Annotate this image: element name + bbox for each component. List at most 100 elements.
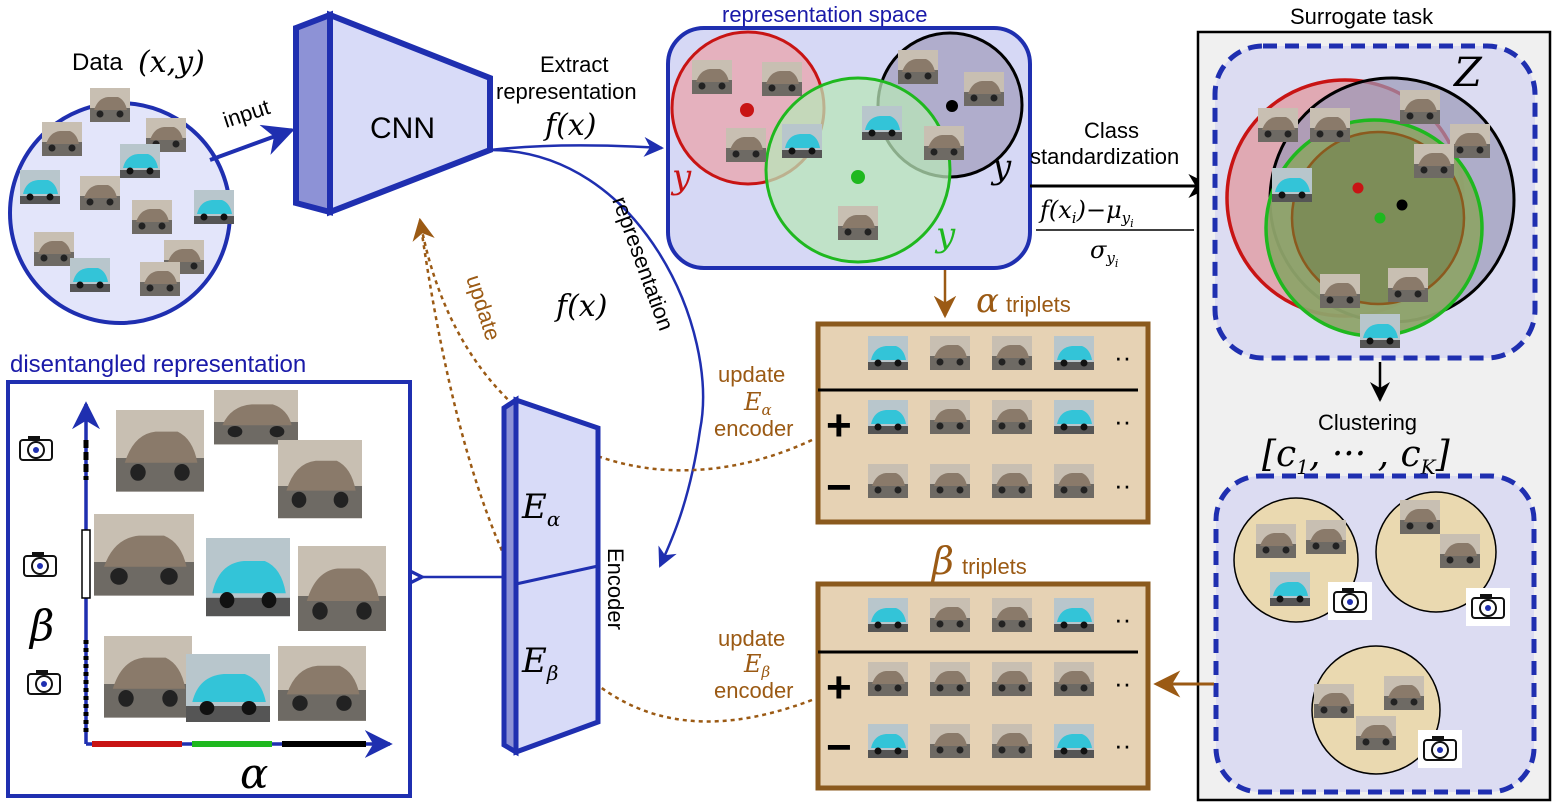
update-ea-sub: α: [762, 401, 772, 419]
encoder-e-beta-sub: β: [546, 661, 559, 685]
z-label: Z: [1452, 50, 1483, 96]
cnn-block: CNN: [293, 10, 493, 217]
data-car-thumbnail: [20, 170, 60, 204]
std-red-centroid: [1352, 182, 1364, 194]
encoder-e-alpha-sub: α: [547, 507, 561, 531]
data-car-thumbnail: [194, 190, 234, 224]
update-cnn-arrow-beta: [418, 219, 813, 723]
formula-denominator: σ: [1090, 236, 1107, 264]
beta-triplets-symbol: β: [930, 539, 954, 583]
data-car-thumbnail: [140, 262, 180, 296]
alpha-positive-thumb: [868, 400, 908, 434]
disentangled-car-image: [116, 410, 204, 492]
cluster-car-thumbnail: [1400, 500, 1440, 534]
update-cnn-label: update: [461, 272, 506, 344]
cluster-car-thumbnail: [1270, 572, 1310, 606]
beta-plus-sign: +: [826, 663, 852, 712]
standardization-formula: f(xi)−μyi σyi: [1036, 196, 1194, 270]
std-car-thumbnail: [1400, 90, 1440, 124]
std-black-centroid: [1396, 199, 1408, 211]
y-black-label: y: [990, 147, 1012, 187]
alpha-row3-ellipsis: ··: [1114, 470, 1131, 500]
update-cnn-arrow-alpha: [412, 217, 813, 472]
formula-sub: i: [1130, 217, 1134, 230]
camera-icon: [13, 429, 59, 469]
update-ea-line1: update: [718, 362, 785, 387]
rep-car-thumbnail: [838, 206, 878, 240]
std-green-centroid: [1374, 212, 1386, 224]
formula-sub: i: [1072, 209, 1077, 227]
camera-icon: [21, 663, 67, 703]
beta-negative-thumb: [992, 724, 1032, 758]
camera-icon: [1327, 581, 1373, 621]
disentangled-car-image: [278, 646, 366, 721]
data-input-block: Data (x,y): [8, 45, 234, 325]
alpha-row2-ellipsis: ··: [1114, 406, 1131, 436]
alpha-negative-thumb: [868, 464, 908, 498]
disentangled-representation-panel: disentangled representation β α: [6, 351, 412, 798]
update-eb-symbol: E: [743, 650, 762, 678]
beta-row2-ellipsis: ··: [1114, 668, 1131, 698]
alpha-triplets-label: triplets: [1006, 292, 1071, 317]
std-car-thumbnail: [1450, 124, 1490, 158]
black-centroid: [946, 100, 958, 112]
svg-text:Eα: Eα: [521, 487, 561, 531]
beta-axis-label: β: [28, 601, 54, 650]
camera-icon: [17, 545, 63, 585]
alpha-negative-thumb: [1054, 464, 1094, 498]
alpha-positive-thumb: [992, 400, 1032, 434]
svg-text:[c1, ··· , cK]: [c1, ··· , cK]: [1262, 434, 1451, 479]
rep-car-thumbnail: [692, 60, 732, 94]
extract-math: f(x): [543, 108, 596, 143]
cluster-car-thumbnail: [1306, 520, 1346, 554]
beta-negative-thumb: [1054, 724, 1094, 758]
beta-row1-ellipsis: ··: [1114, 604, 1131, 634]
y-red-label: y: [670, 157, 692, 197]
extract-arrow: [489, 136, 664, 157]
surrogate-task-title: Surrogate task: [1290, 4, 1434, 29]
clustering-sub: 1: [1296, 455, 1309, 479]
cluster-car-thumbnail: [1356, 716, 1396, 750]
formula-sub: y: [1121, 209, 1131, 227]
encoder-label: Encoder: [603, 548, 628, 630]
disentangled-car-image: [206, 538, 290, 617]
disentangled-car-image: [94, 514, 194, 596]
disentangled-car-image: [214, 390, 298, 445]
data-math-label: (x,y): [138, 45, 205, 80]
representation-space-panel: representation space y y y: [666, 2, 1032, 270]
data-label: Data: [72, 49, 123, 76]
extract-label-line2: representation: [496, 79, 637, 104]
camera-icon: [1465, 587, 1511, 627]
alpha-triplets-panel: α triplets ·· + ·· − ··: [815, 281, 1151, 525]
svg-text:Eβ: Eβ: [743, 650, 771, 681]
std-car-thumbnail: [1320, 274, 1360, 308]
alpha-triplets-symbol: α: [976, 281, 999, 321]
disentangled-car-image: [104, 636, 192, 718]
clustering-sub: K: [1420, 455, 1437, 479]
update-eb-line1: update: [718, 626, 785, 651]
clustering-label: Clustering: [1318, 410, 1417, 435]
disentangled-car-image: [298, 546, 386, 631]
extract-label-line1: Extract: [540, 52, 608, 77]
std-car-thumbnail: [1414, 144, 1454, 178]
red-centroid: [740, 103, 754, 117]
disentangled-title: disentangled representation: [10, 351, 306, 378]
update-eb-line3: encoder: [714, 678, 794, 703]
cluster-car-thumbnail: [1440, 534, 1480, 568]
beta-anchor-thumb: [992, 598, 1032, 632]
clustering-math-close: ]: [1435, 434, 1451, 475]
encoder-e-alpha: E: [521, 487, 547, 527]
alpha-anchor-thumb: [992, 336, 1032, 370]
alpha-positive-thumb: [1054, 400, 1094, 434]
cluster-car-thumbnail: [1314, 684, 1354, 718]
rep-car-thumbnail: [964, 72, 1004, 106]
std-car-thumbnail: [1310, 108, 1350, 142]
encoder-block: Eα Eβ Encoder: [501, 395, 628, 757]
standardization-line1: Class: [1084, 118, 1139, 143]
data-car-thumbnail: [80, 176, 120, 210]
green-centroid: [851, 170, 865, 184]
alpha-positive-thumb: [930, 400, 970, 434]
formula-sub: i: [1115, 257, 1119, 270]
std-car-thumbnail: [1272, 168, 1312, 202]
beta-positive-thumb: [868, 662, 908, 696]
